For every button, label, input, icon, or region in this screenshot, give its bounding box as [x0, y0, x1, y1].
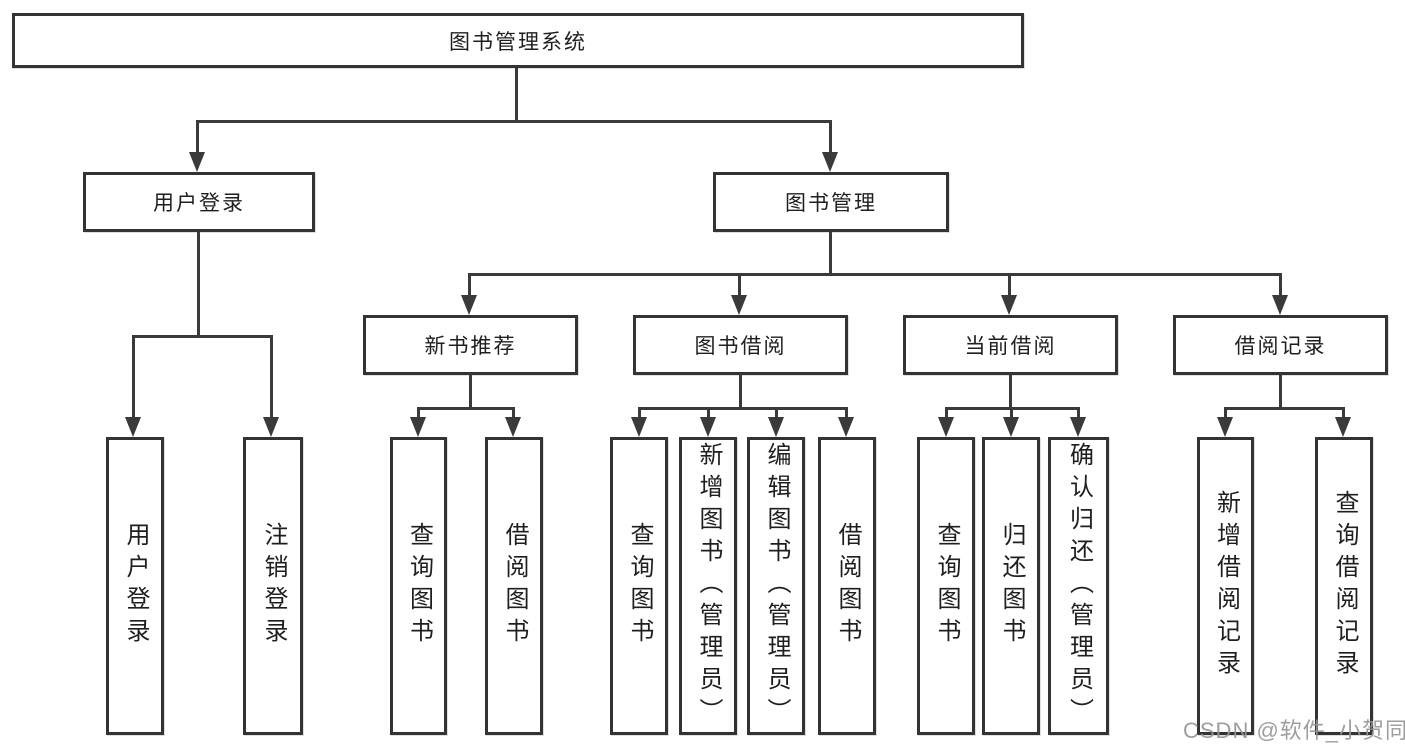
connector-line [845, 407, 848, 421]
connector-line [829, 232, 832, 275]
connector-line [638, 407, 848, 410]
leaf-label: 查询图书 [405, 522, 433, 650]
leaf-query-books-borrow: 查询图书 [610, 437, 668, 735]
arrow-down-icon [1335, 417, 1351, 437]
arrow-down-icon [1003, 417, 1019, 437]
connector-line [417, 407, 420, 421]
leaf-label: 编辑图书（管理员） [763, 442, 790, 730]
leaf-label: 查询图书 [626, 522, 653, 650]
arrow-down-icon [1070, 417, 1086, 437]
leaf-label: 借阅图书 [501, 522, 528, 650]
arrow-down-icon [1217, 417, 1233, 437]
leaf-add-borrow-record: 新增借阅记录 [1197, 437, 1254, 735]
leaf-add-books-admin: 新增图书（管理员） [679, 437, 737, 735]
leaf-return-books: 归还图书 [982, 437, 1040, 735]
arrow-down-icon [505, 417, 521, 437]
connector-line [196, 120, 832, 123]
leaf-user-login: 用户登录 [106, 437, 164, 735]
arrow-down-icon [125, 417, 141, 437]
leaf-label: 借阅图书 [834, 522, 861, 650]
leaf-edit-books-admin: 编辑图书（管理员） [747, 437, 805, 735]
connector-line [132, 335, 273, 338]
node-label: 用户登录 [153, 192, 245, 215]
leaf-label: 查询图书 [933, 522, 960, 650]
connector-line [197, 232, 200, 338]
leaf-label: 确认归还（管理员） [1065, 442, 1093, 730]
arrow-down-icon [700, 417, 716, 437]
connector-line [132, 335, 135, 419]
arrow-down-icon [1001, 295, 1017, 315]
node-label: 借阅记录 [1234, 335, 1327, 358]
connector-line [417, 407, 515, 410]
leaf-label: 用户登录 [122, 522, 149, 650]
leaf-logout-login: 注销登录 [243, 437, 303, 735]
leaf-label: 查询借阅记录 [1331, 490, 1358, 682]
leaf-label: 新增借阅记录 [1212, 490, 1240, 682]
connector-line [469, 373, 472, 410]
arrow-down-icon [461, 295, 477, 315]
connector-line [1010, 407, 1013, 421]
connector-line [829, 120, 832, 154]
connector-line [515, 68, 518, 122]
connector-line [1224, 407, 1227, 421]
connector-line [707, 407, 710, 421]
leaf-label: 新增图书（管理员） [695, 442, 722, 730]
arrow-down-icon [410, 417, 426, 437]
node-label: 新书推荐 [424, 335, 517, 358]
node-label: 图书管理系统 [449, 30, 587, 54]
connector-line [775, 407, 778, 421]
arrow-down-icon [938, 417, 954, 437]
arrow-down-icon [768, 417, 784, 437]
node-new-book-recommend: 新书推荐 [363, 315, 578, 375]
leaf-borrow-books-newbook: 借阅图书 [485, 437, 543, 735]
node-library-management-system: 图书管理系统 [12, 13, 1024, 68]
arrow-down-icon [731, 295, 747, 315]
connector-line [468, 273, 471, 297]
connector-line [739, 373, 742, 410]
arrow-down-icon [838, 417, 854, 437]
node-user-login: 用户登录 [83, 172, 315, 232]
leaf-query-borrow-record: 查询借阅记录 [1315, 437, 1373, 735]
leaf-borrow-books-borrow: 借阅图书 [818, 437, 876, 735]
connector-line [196, 120, 199, 154]
connector-line [270, 335, 273, 419]
leaf-query-books-current: 查询图书 [917, 437, 975, 735]
connector-line [1279, 373, 1282, 410]
connector-line [638, 407, 641, 421]
node-label: 图书管理 [785, 192, 877, 215]
node-borrow-records: 借阅记录 [1173, 315, 1388, 375]
arrow-down-icon [263, 417, 279, 437]
connector-line [1077, 407, 1080, 421]
connector-line [1008, 273, 1011, 297]
leaf-label: 注销登录 [260, 522, 287, 650]
arrow-down-icon [631, 417, 647, 437]
connector-line [1009, 373, 1012, 410]
node-current-borrow: 当前借阅 [903, 315, 1118, 375]
connector-line [468, 273, 1282, 276]
watermark: CSDN @软件_小贺同学 [1183, 718, 1405, 743]
connector-line [512, 407, 515, 421]
connector-line [1342, 407, 1345, 421]
leaf-query-books-newbook: 查询图书 [390, 437, 447, 735]
arrow-down-icon [1272, 295, 1288, 315]
connector-line [1279, 273, 1282, 297]
node-book-management: 图书管理 [713, 172, 949, 232]
node-label: 图书借阅 [694, 335, 787, 358]
node-label: 当前借阅 [964, 335, 1057, 358]
connector-line [1224, 407, 1345, 410]
leaf-confirm-return-admin: 确认归还（管理员） [1048, 437, 1109, 735]
leaf-label: 归还图书 [998, 522, 1025, 650]
connector-line [945, 407, 948, 421]
node-book-borrow: 图书借阅 [633, 315, 848, 375]
arrow-down-icon [189, 152, 205, 172]
connector-line [738, 273, 741, 297]
arrow-down-icon [822, 152, 838, 172]
